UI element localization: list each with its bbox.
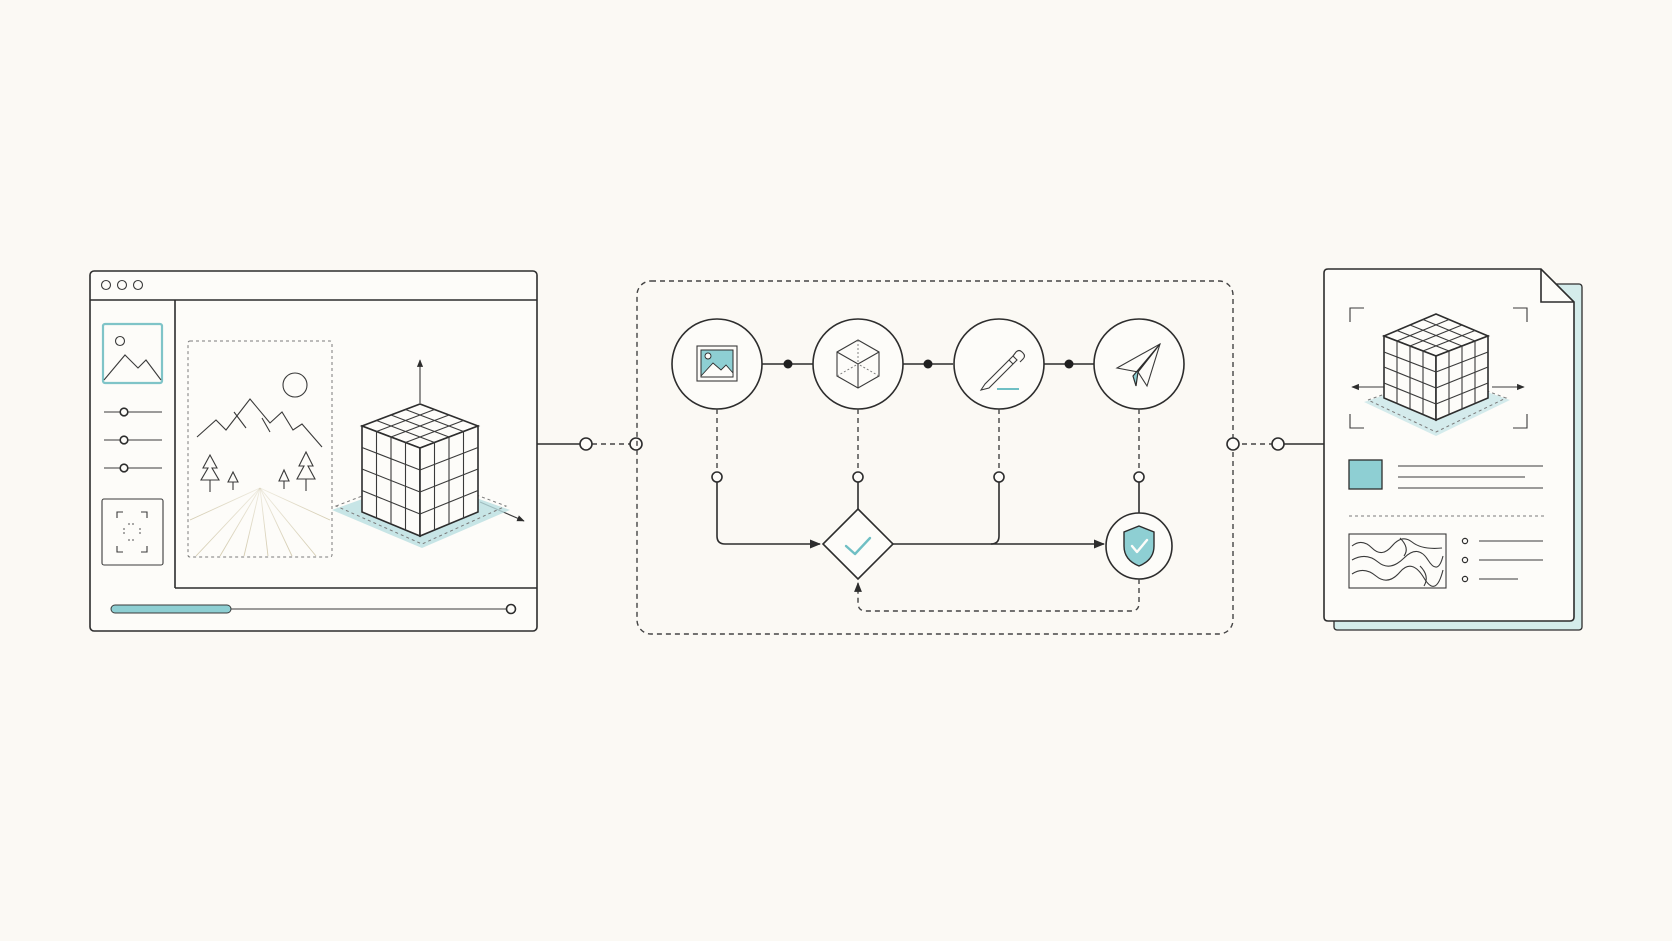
connector-port[interactable] bbox=[1226, 437, 1240, 451]
terrain-map-icon bbox=[1348, 533, 1447, 589]
validation-decision[interactable] bbox=[821, 507, 895, 581]
connector-editor-to-pipeline bbox=[537, 437, 643, 451]
cube-icon bbox=[836, 339, 880, 389]
check-icon bbox=[844, 536, 872, 556]
connector-pipeline-to-document bbox=[1226, 437, 1324, 451]
slider-icon[interactable] bbox=[119, 435, 129, 445]
pipeline-step-edit[interactable] bbox=[953, 318, 1045, 410]
output-document[interactable] bbox=[1323, 268, 1583, 631]
connector-port[interactable] bbox=[1271, 437, 1285, 451]
render-progress-bar[interactable] bbox=[110, 603, 517, 615]
pipeline-step-model[interactable] bbox=[812, 318, 904, 410]
grid-cube-icon bbox=[1364, 313, 1510, 436]
window-control-dot[interactable] bbox=[100, 279, 112, 291]
window-control-dot[interactable] bbox=[116, 279, 128, 291]
connector-port[interactable] bbox=[579, 437, 593, 451]
editor-window bbox=[89, 270, 538, 632]
grid-cube-icon bbox=[359, 403, 481, 538]
color-swatch-icon bbox=[1348, 459, 1383, 490]
slider-icon[interactable] bbox=[119, 407, 129, 417]
pipeline-step-publish[interactable] bbox=[1093, 318, 1185, 410]
connector-port[interactable] bbox=[629, 437, 643, 451]
paper-plane-icon bbox=[1115, 342, 1161, 388]
pencil-icon bbox=[979, 349, 1026, 391]
shield-check-icon bbox=[1123, 525, 1155, 567]
image-icon bbox=[696, 345, 738, 382]
grid-cube-3d-model[interactable] bbox=[332, 359, 525, 548]
image-icon bbox=[103, 335, 162, 381]
slider-control[interactable] bbox=[104, 463, 162, 473]
slider-icon[interactable] bbox=[119, 463, 129, 473]
progress-handle[interactable] bbox=[505, 603, 517, 615]
processing-pipeline bbox=[636, 280, 1234, 635]
slider-control[interactable] bbox=[104, 407, 162, 417]
mountain-landscape-sketch[interactable] bbox=[187, 340, 333, 558]
window-control-dot[interactable] bbox=[132, 279, 144, 291]
scan-frame-icon bbox=[116, 511, 148, 553]
verified-step[interactable] bbox=[1105, 512, 1173, 580]
pipeline-step-image[interactable] bbox=[671, 318, 763, 410]
slider-control[interactable] bbox=[104, 435, 162, 445]
window-controls[interactable] bbox=[100, 279, 144, 291]
scan-tool-button[interactable] bbox=[101, 498, 164, 566]
image-tool-button[interactable] bbox=[101, 322, 164, 385]
